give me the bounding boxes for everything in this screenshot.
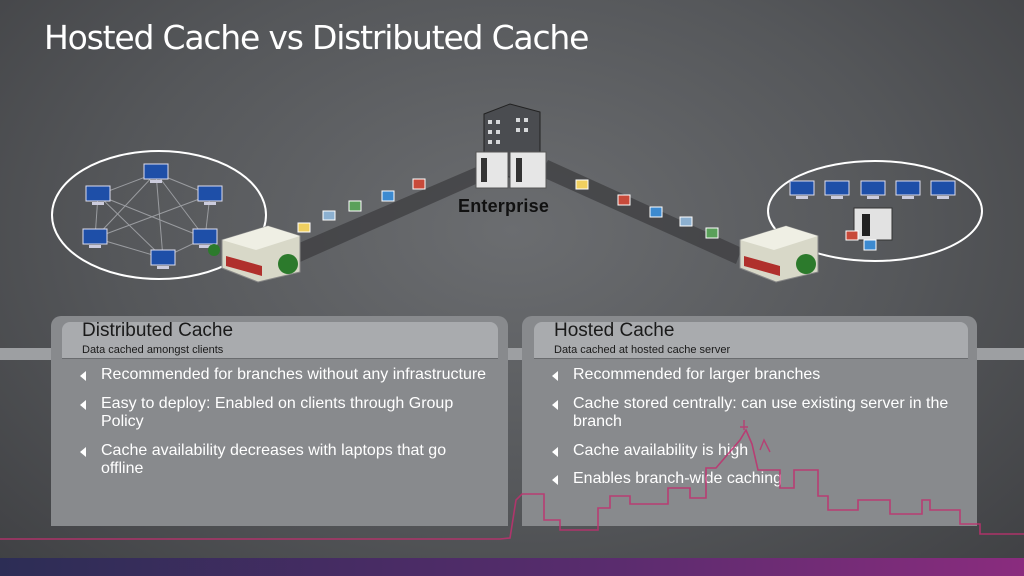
hosted-cache-server-icon <box>853 207 893 241</box>
document-icon <box>322 210 336 221</box>
bullet-item: Cache stored centrally: can use existing… <box>552 395 962 432</box>
footer-strip <box>0 558 1024 576</box>
hosted-cache-header: Hosted Cache Data cached at hosted cache… <box>534 320 968 359</box>
bullet-text: Cache availability is high <box>573 441 749 459</box>
hosted-cache-bullets: Recommended for larger branches Cache st… <box>552 366 962 499</box>
bullet-arrow-icon <box>552 475 558 485</box>
document-icon <box>381 190 395 202</box>
left-arrow <box>292 162 494 262</box>
document-icon <box>649 206 663 218</box>
document-icon <box>705 227 719 239</box>
right-arrow <box>540 160 742 264</box>
bullet-arrow-icon <box>80 371 86 381</box>
distributed-cache-title: Distributed Cache <box>82 320 234 341</box>
distributed-cache-cluster <box>51 150 267 280</box>
bullet-text: Recommended for branches without any inf… <box>101 366 487 383</box>
document-icon <box>348 200 362 212</box>
hosted-cache-title: Hosted Cache <box>554 320 675 341</box>
document-icon <box>679 216 693 227</box>
bullet-text: Cache stored centrally: can use existing… <box>573 394 949 431</box>
bullet-arrow-icon <box>552 399 558 410</box>
enterprise-datacenter-icon <box>475 103 547 189</box>
monitor-icon <box>824 180 850 199</box>
monitor-icon <box>150 249 176 269</box>
distributed-cache-subtitle: Data cached amongst clients <box>82 344 224 356</box>
document-icon <box>575 179 589 190</box>
bullet-arrow-icon <box>80 399 86 410</box>
hosted-cache-cluster <box>767 160 983 262</box>
bullet-text: Recommended for larger branches <box>573 366 821 383</box>
bullet-item: Enables branch-wide caching <box>552 470 962 489</box>
hosted-cache-subtitle: Data cached at hosted cache server <box>554 344 731 356</box>
document-icon <box>297 222 311 233</box>
document-icon <box>617 194 631 206</box>
monitor-icon <box>192 228 218 248</box>
bullet-text: Cache availability decreases with laptop… <box>101 441 447 478</box>
monitor-icon <box>82 228 108 248</box>
monitor-icon <box>860 180 886 199</box>
branch-office-right-icon <box>739 225 819 283</box>
monitor-icon <box>789 180 815 199</box>
document-icon <box>845 230 859 241</box>
bullet-item: Cache availability is high <box>552 442 962 461</box>
slide-title: Hosted Cache vs Distributed Cache <box>44 18 589 57</box>
bullet-text: Easy to deploy: Enabled on clients throu… <box>101 394 454 431</box>
bullet-item: Cache availability decreases with laptop… <box>80 442 490 479</box>
monitor-icon <box>930 180 956 199</box>
enterprise-label: Enterprise <box>458 196 550 216</box>
branch-office-left-icon <box>208 225 301 283</box>
bullet-text: Enables branch-wide caching <box>573 470 783 487</box>
bullet-item: Recommended for larger branches <box>552 366 962 385</box>
monitor-icon <box>895 180 921 199</box>
distributed-cache-bullets: Recommended for branches without any inf… <box>80 366 490 489</box>
bullet-item: Easy to deploy: Enabled on clients throu… <box>80 395 490 432</box>
bullet-item: Recommended for branches without any inf… <box>80 366 490 385</box>
monitor-icon <box>85 185 111 205</box>
bullet-arrow-icon <box>552 446 558 457</box>
document-icon <box>863 239 877 251</box>
distributed-cache-header: Distributed Cache Data cached amongst cl… <box>62 320 498 359</box>
document-icon <box>412 178 426 190</box>
bullet-arrow-icon <box>80 446 86 457</box>
bullet-arrow-icon <box>552 371 558 381</box>
monitor-icon <box>143 163 169 183</box>
monitor-icon <box>197 185 223 205</box>
